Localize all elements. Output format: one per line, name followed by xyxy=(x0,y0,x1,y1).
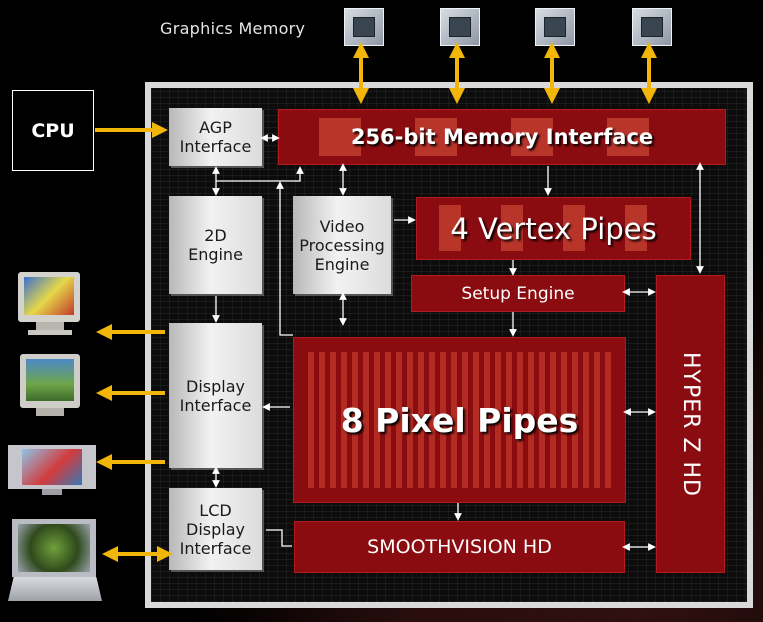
hyper-z-block: HYPER Z HD xyxy=(656,275,725,573)
agp-label-line2: Interface xyxy=(179,137,252,156)
output-arrows xyxy=(96,324,173,562)
lcd-label-line3: Interface xyxy=(179,538,252,558)
video-processing-block: Video Processing Engine xyxy=(293,196,391,294)
cpu-box: CPU xyxy=(12,90,94,171)
smoothvision-label: SMOOTHVISION HD xyxy=(367,536,552,558)
agp-label-line1: AGP xyxy=(199,118,232,137)
lcd-label-line2: Display xyxy=(186,519,245,539)
display-label-line1: Display xyxy=(186,376,245,396)
lcd-label-line1: LCD xyxy=(199,500,232,520)
crt-monitor-icon xyxy=(18,352,84,422)
agp-interface-block: AGP Interface xyxy=(169,108,262,166)
internal-connectors xyxy=(212,134,704,551)
laptop-icon xyxy=(8,517,102,607)
pixel-pipes-label: 8 Pixel Pipes xyxy=(340,400,579,440)
2d-engine-block: 2D Engine xyxy=(169,196,262,294)
crt-monitor-icon xyxy=(14,270,86,340)
2d-label-line1: 2D xyxy=(204,226,227,245)
graphics-memory-title: Graphics Memory xyxy=(160,19,306,38)
memory-bus-arrows xyxy=(353,42,657,104)
2d-label-line2: Engine xyxy=(188,245,243,264)
video-label-line2: Processing xyxy=(299,235,385,255)
lcd-display-interface-block: LCD Display Interface xyxy=(169,488,262,570)
video-label-line3: Engine xyxy=(314,254,370,274)
smoothvision-block: SMOOTHVISION HD xyxy=(294,521,625,573)
display-label-line2: Interface xyxy=(179,395,252,415)
vertex-pipes-label: 4 Vertex Pipes xyxy=(450,211,657,246)
flat-panel-icon xyxy=(8,443,96,497)
video-label-line1: Video xyxy=(319,216,365,236)
memory-interface-label: 256-bit Memory Interface xyxy=(350,125,654,149)
display-interface-block: Display Interface xyxy=(169,323,262,468)
memory-chip-icon xyxy=(440,8,480,46)
hyper-z-label: HYPER Z HD xyxy=(678,351,703,497)
setup-engine-label: Setup Engine xyxy=(461,283,575,304)
setup-engine-block: Setup Engine xyxy=(411,275,625,312)
memory-chip-icon xyxy=(344,8,384,46)
